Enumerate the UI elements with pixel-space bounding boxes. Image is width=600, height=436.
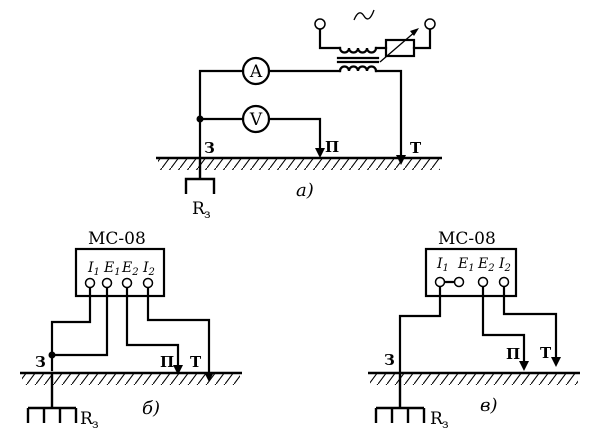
resistance-label: R	[192, 199, 206, 219]
ground-electrode	[184, 158, 216, 194]
current-probe-label: Т	[410, 139, 422, 157]
earth-hatch	[370, 373, 578, 385]
scheme-c: МС-08 I1 E1 E2 I2 З П Т R з в)	[368, 229, 580, 431]
meter-box	[424, 247, 518, 298]
resistance-label: R	[80, 409, 94, 429]
scheme-a: A V З П Т R з а)	[156, 9, 442, 221]
current-probe-arrow	[396, 155, 406, 165]
terminal-wire-i1	[398, 284, 442, 375]
current-probe-label: Т	[190, 353, 202, 371]
rheostat-resistor	[384, 38, 416, 58]
terminal-label: E2	[121, 260, 139, 278]
terminal-e2	[477, 276, 489, 288]
ground-electrode-label: З	[384, 351, 395, 369]
terminal-wire-e2	[125, 285, 180, 368]
resistance-subscript: з	[204, 207, 211, 221]
terminal-label: E2	[477, 256, 495, 274]
supply-terminal	[424, 18, 436, 30]
resistance-label: R	[430, 409, 444, 429]
ammeter-circuit-wire	[198, 69, 403, 160]
current-probe-label: Т	[540, 344, 552, 362]
ac-source-icon	[353, 9, 375, 21]
earth-hatch	[158, 158, 440, 170]
terminal-wire-e2	[481, 284, 526, 364]
terminal-wire-i2	[502, 284, 558, 360]
terminal-i2	[498, 276, 510, 288]
ground-electrode-label: З	[204, 139, 215, 157]
ground-electrode	[374, 373, 426, 423]
ground-electrode-label: З	[35, 353, 46, 371]
scheme-b: МС-08 I1 E1 E2 I2 З П Т R з б)	[20, 229, 242, 431]
ammeter-letter: A	[249, 62, 263, 82]
transformer-secondary-coil	[338, 65, 378, 73]
resistance-subscript: з	[92, 417, 99, 431]
ground-electrode	[26, 373, 78, 423]
current-probe-arrow	[551, 357, 561, 367]
junction-dot	[48, 351, 56, 359]
terminal-label: E1	[103, 260, 121, 278]
scheme-caption: б)	[142, 398, 160, 419]
transformer-primary-coil	[338, 46, 378, 54]
potential-probe-arrow	[519, 361, 529, 371]
voltmeter-letter: V	[249, 110, 263, 130]
terminal-e1	[101, 277, 113, 289]
terminal-wire-i2	[146, 285, 211, 375]
terminal-i2	[142, 277, 154, 289]
junction-dot	[196, 115, 204, 123]
terminal-wire-i1	[50, 285, 92, 372]
terminal-label: I2	[498, 256, 511, 274]
rheostat-arrow	[379, 30, 417, 63]
terminal-e2	[121, 277, 133, 289]
voltmeter-circuit-wire	[198, 117, 322, 152]
terminal-i1	[434, 276, 446, 288]
ammeter-circle	[241, 56, 271, 86]
rheostat-arrow-head	[410, 28, 419, 36]
potential-probe-arrow	[173, 365, 183, 375]
terminal-i1	[84, 277, 96, 289]
meter-box	[74, 247, 166, 298]
terminal-label: I1	[87, 260, 100, 278]
potential-probe-label: П	[325, 138, 339, 156]
meter-title: МС-08	[88, 229, 146, 249]
scheme-caption: в)	[480, 395, 498, 416]
supply-wire	[318, 27, 432, 50]
voltmeter-circle	[241, 104, 271, 134]
terminal-wire-e1	[50, 285, 109, 357]
current-probe-arrow	[204, 372, 214, 382]
terminal-e1	[453, 276, 465, 288]
potential-probe-arrow	[315, 148, 325, 158]
meter-title: МС-08	[438, 229, 496, 249]
potential-probe-label: П	[506, 345, 520, 363]
earth-hatch	[22, 373, 240, 385]
terminal-label: I2	[142, 260, 155, 278]
supply-terminal	[314, 18, 326, 30]
resistance-subscript: з	[442, 417, 449, 431]
scheme-caption: а)	[296, 180, 314, 201]
terminal-label: E1	[457, 256, 475, 274]
terminal-label: I1	[436, 256, 449, 274]
potential-probe-label: П	[160, 353, 174, 371]
